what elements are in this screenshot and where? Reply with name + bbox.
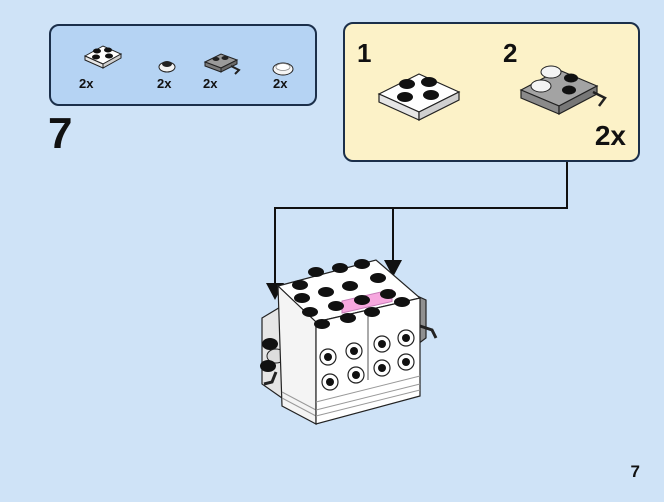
front-stud-holes bbox=[324, 334, 410, 386]
parts-list-box: 2x 2x 2x 2x bbox=[49, 24, 317, 106]
connector-lines bbox=[274, 162, 568, 286]
subassembly-box: 1 2 2x bbox=[343, 22, 640, 162]
white-2x2-plate-icon bbox=[83, 45, 123, 69]
gray-plate-with-clip-and-studs-icon bbox=[519, 65, 607, 115]
white-2x2-plate-icon bbox=[377, 73, 461, 121]
substep-number: 2 bbox=[503, 38, 518, 68]
substep-number: 1 bbox=[357, 38, 372, 68]
subassembly-multiplier: 2x bbox=[594, 120, 626, 151]
white-round-stud-icon bbox=[272, 62, 294, 76]
part-quantity: 2x bbox=[157, 76, 172, 91]
top-studs bbox=[292, 259, 410, 329]
front-studs bbox=[319, 329, 415, 391]
part-quantity: 2x bbox=[273, 76, 288, 91]
part-quantity: 2x bbox=[203, 76, 218, 91]
white-round-tile-icon bbox=[158, 61, 176, 73]
gray-plate-with-clip-icon bbox=[203, 53, 241, 75]
part-quantity: 2x bbox=[79, 76, 94, 91]
page-number: 7 bbox=[630, 462, 640, 481]
step-number: 7 bbox=[48, 109, 73, 158]
arrow-down-icon bbox=[384, 260, 402, 277]
robot-head-cube-icon bbox=[260, 259, 438, 425]
connector-line-left bbox=[274, 162, 568, 286]
